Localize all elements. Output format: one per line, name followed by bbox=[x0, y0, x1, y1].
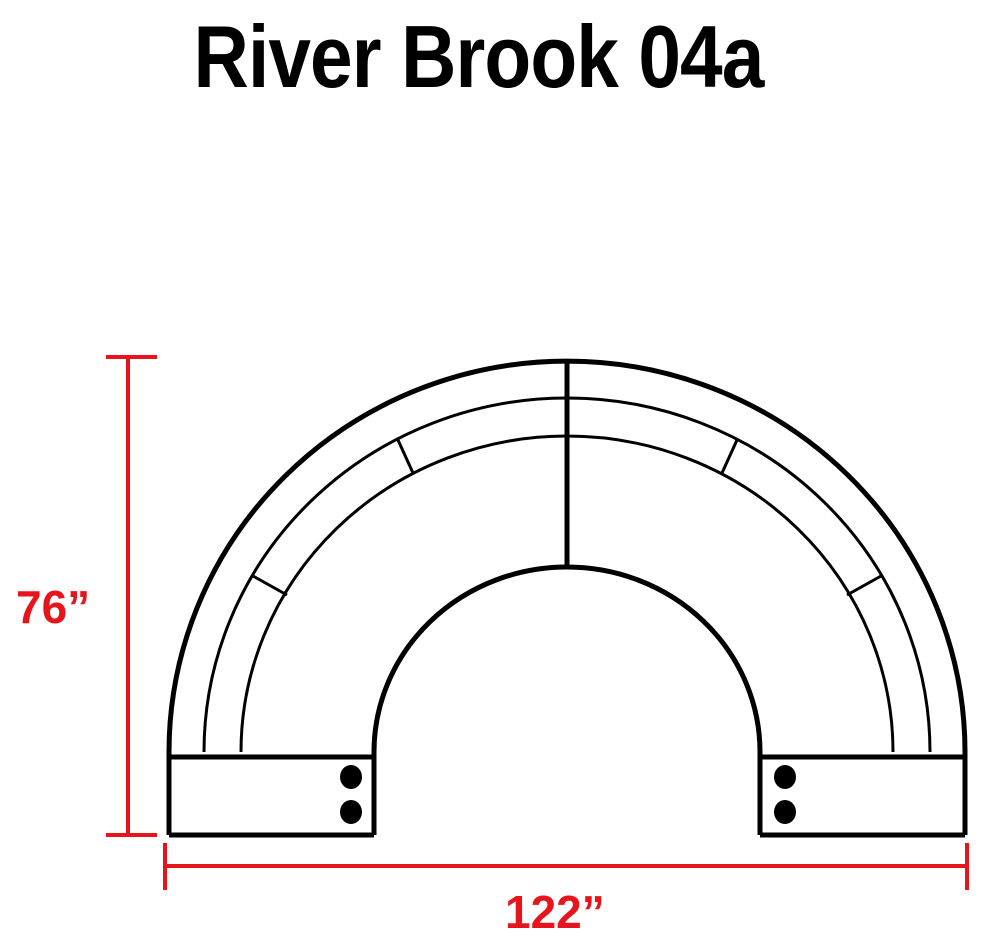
outer-arc bbox=[166, 358, 968, 753]
seat-lines bbox=[202, 396, 932, 753]
seat-front-line bbox=[239, 434, 895, 753]
width-dimension-label: 122” bbox=[505, 886, 605, 938]
sofa-outline bbox=[166, 358, 968, 838]
seat-back-line bbox=[202, 396, 932, 753]
product-title: River Brook 04a bbox=[193, 7, 765, 106]
inner-opening-arc bbox=[371, 564, 763, 753]
connector-dots bbox=[340, 765, 796, 824]
height-dimension-label: 76” bbox=[16, 581, 91, 633]
dimension-lines bbox=[106, 355, 969, 890]
